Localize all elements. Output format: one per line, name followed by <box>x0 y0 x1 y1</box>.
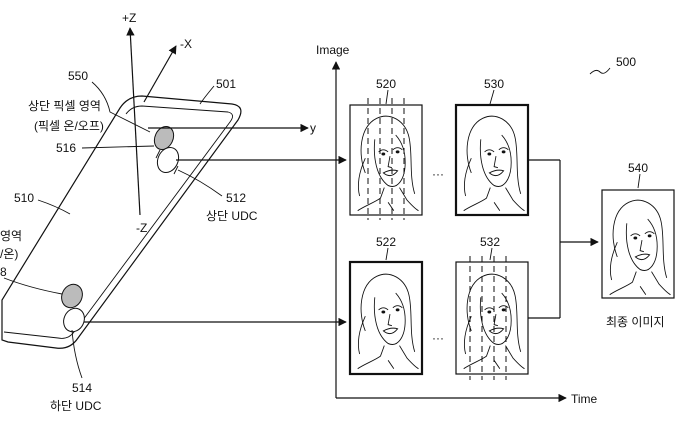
leader-516 <box>81 145 155 149</box>
frame-540-final <box>601 189 675 299</box>
top-pixel-title: 상단 픽셀 영역 <box>28 99 101 113</box>
frame-530 <box>454 103 530 217</box>
ref-514: 514 <box>72 381 92 395</box>
graph-x-label: Time <box>571 392 598 406</box>
ref-501: 501 <box>216 77 236 91</box>
leader-bottom-pixel <box>3 277 63 295</box>
bottom-pixel-ref: 8 <box>0 265 7 279</box>
ref-530: 530 <box>484 77 504 91</box>
ref-512: 512 <box>226 191 246 205</box>
merge-connector <box>528 159 599 319</box>
leader-510 <box>37 199 71 215</box>
leader-514 <box>71 329 83 379</box>
ellipsis-top: ··· <box>432 167 444 181</box>
ref-500: 500 <box>616 55 636 69</box>
axis-label-pz: +Z <box>122 11 136 25</box>
axis-label-y: y <box>310 121 316 135</box>
leader-550 <box>91 81 151 133</box>
graph-y-label: Image <box>316 43 350 57</box>
frame-520 <box>349 98 423 220</box>
ref-522: 522 <box>376 235 396 249</box>
leader-501 <box>199 85 215 105</box>
bottom-pixel-title: 영역 <box>0 229 22 243</box>
ref-520: 520 <box>376 77 396 91</box>
bottom-udc-label: 하단 UDC <box>50 399 102 413</box>
bottom-pixel-sub: /온) <box>0 247 18 261</box>
ref-516: 516 <box>56 141 76 155</box>
ref-510: 510 <box>14 191 34 205</box>
top-udc-label: 상단 UDC <box>206 209 258 223</box>
ref-532: 532 <box>480 235 500 249</box>
squiggle-500 <box>589 67 611 75</box>
frame-522 <box>348 260 424 376</box>
top-pixel-sub: (픽셀 온/오프) <box>34 119 104 133</box>
ref-540: 540 <box>628 161 648 175</box>
frame-532 <box>455 256 529 380</box>
coordinate-axes <box>126 27 309 216</box>
ellipsis-bottom: ··· <box>432 331 444 345</box>
final-image-label: 최종 이미지 <box>606 315 665 329</box>
axis-label-mz: -Z <box>136 221 147 235</box>
leader-512 <box>177 169 223 197</box>
axis-label-mx: -X <box>180 37 192 51</box>
ref-550: 550 <box>68 69 88 83</box>
